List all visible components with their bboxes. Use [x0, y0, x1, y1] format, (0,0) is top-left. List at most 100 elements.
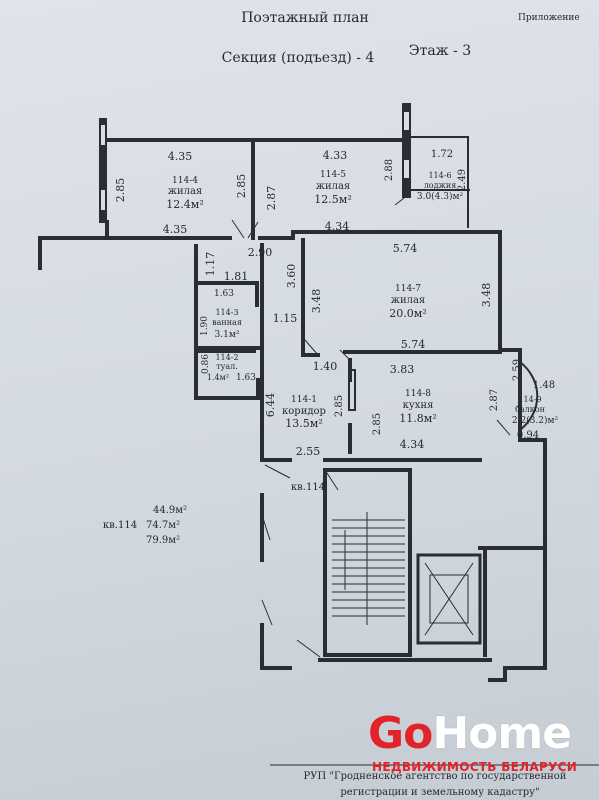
dimensions: 4.35 2.85 2.85 2.87 4.33 2.88 1.72 2.49 … [114, 149, 555, 458]
svg-text:1.15: 1.15 [273, 312, 298, 325]
floor-label: Этаж - 3 [409, 43, 471, 59]
svg-text:2.55: 2.55 [296, 445, 321, 458]
svg-text:жилая: жилая [316, 181, 351, 192]
svg-text:2.85: 2.85 [235, 174, 248, 199]
svg-text:5.74: 5.74 [393, 242, 418, 255]
svg-text:114-1: 114-1 [291, 395, 317, 405]
svg-text:регистрации и земельному кад: регистрации и земельному кадастру" [340, 787, 539, 798]
svg-text:1.63: 1.63 [214, 289, 234, 299]
svg-text:1.90: 1.90 [200, 316, 210, 336]
svg-text:1.48: 1.48 [533, 380, 555, 391]
svg-text:6.44: 6.44 [264, 393, 277, 418]
room-114-1: 114-1 коридор 13.5м² [282, 395, 326, 430]
elevator-shaft [416, 553, 482, 645]
svg-text:3.48: 3.48 [480, 283, 493, 308]
footer-agency: РУП "Гродненское агентство по государств… [270, 764, 599, 798]
svg-text:74.7м²: 74.7м² [146, 520, 180, 531]
svg-text:кв.114: кв.114 [103, 520, 137, 531]
room-114-2: 114-2 туал. 1.4м² [207, 353, 239, 382]
svg-text:2.49: 2.49 [457, 169, 468, 191]
svg-text:2.2(3.2)м²: 2.2(3.2)м² [512, 415, 559, 426]
wall-column-left [99, 118, 107, 223]
svg-text:114-2: 114-2 [215, 353, 238, 362]
svg-text:3.83: 3.83 [390, 363, 415, 376]
svg-text:1.40: 1.40 [313, 360, 338, 373]
apartment-summary: кв.114 44.9м² 74.7м² 79.9м² [103, 505, 187, 546]
logo-go: Go [368, 708, 433, 759]
svg-text:79.9м²: 79.9м² [146, 535, 180, 546]
room-114-3: 114-3 ванная 3.1м² [212, 308, 242, 340]
svg-text:РУП "Гродненское агентство по: РУП "Гродненское агентство по государств… [304, 771, 567, 782]
svg-text:2.90: 2.90 [248, 246, 273, 259]
svg-text:3.1м²: 3.1м² [215, 330, 240, 340]
doors [231, 194, 511, 658]
svg-text:44.9м²: 44.9м² [153, 505, 187, 516]
svg-text:12.4м²: 12.4м² [166, 198, 203, 211]
svg-text:1.63: 1.63 [236, 373, 256, 383]
section-label: Секция (подъезд) - 4 [222, 50, 375, 66]
room-114-6: 114-6 лоджия 3.0(4.3)м² [417, 171, 464, 202]
logo-home: Home [432, 708, 572, 759]
svg-text:114-3: 114-3 [215, 308, 238, 317]
balcony-arc [519, 361, 539, 431]
svg-text:коридор: коридор [282, 406, 326, 417]
svg-text:1.17: 1.17 [204, 252, 217, 277]
room-114-7: 114-7 жилая 20.0м² [389, 284, 426, 320]
svg-text:1.81: 1.81 [224, 270, 249, 283]
svg-text:13.5м²: 13.5м² [285, 417, 322, 430]
svg-text:жилая: жилая [391, 295, 426, 306]
svg-text:114-8: 114-8 [405, 389, 431, 399]
svg-text:2.59: 2.59 [512, 359, 523, 381]
svg-text:кухня: кухня [403, 400, 434, 411]
logo-subtitle: НЕДВИЖИМОСТЬ БЕЛАРУСИ [372, 760, 578, 774]
svg-text:ванная: ванная [212, 318, 242, 327]
svg-text:2.87: 2.87 [489, 389, 500, 411]
svg-text:2.87: 2.87 [265, 186, 278, 211]
walls [38, 103, 547, 682]
stairs [332, 512, 405, 625]
svg-text:0.86: 0.86 [201, 354, 211, 374]
svg-text:4.33: 4.33 [323, 149, 348, 162]
svg-text:114-5: 114-5 [320, 170, 346, 180]
svg-text:3.0(4.3)м²: 3.0(4.3)м² [417, 191, 464, 202]
svg-text:2.85: 2.85 [114, 178, 127, 203]
svg-text:1.4м²: 1.4м² [207, 373, 229, 382]
plan-title: Поэтажный план [241, 10, 369, 26]
svg-text:жилая: жилая [168, 186, 203, 197]
svg-text:4.34: 4.34 [325, 220, 350, 233]
wall-column-loggia [402, 103, 411, 198]
svg-text:4.34: 4.34 [400, 438, 425, 451]
svg-text:0.94: 0.94 [517, 430, 539, 441]
svg-text:12.5м²: 12.5м² [314, 193, 351, 206]
svg-text:3.60: 3.60 [285, 264, 298, 289]
room-114-4: 114-4 жилая 12.4м² [166, 176, 203, 211]
wall-right-outer [488, 348, 547, 682]
svg-text:1.72: 1.72 [431, 149, 453, 160]
svg-text:2.88: 2.88 [384, 159, 395, 181]
svg-text:лоджия: лоджия [424, 181, 457, 190]
svg-text:11.8м²: 11.8м² [399, 412, 436, 425]
apartment-label: кв.114 [291, 482, 325, 493]
wall-left-step [38, 220, 109, 270]
wall-stairwell [323, 468, 412, 657]
appendix-label: Приложение [518, 13, 580, 23]
svg-text:2.85: 2.85 [334, 395, 345, 417]
svg-text:2.85: 2.85 [372, 413, 383, 435]
room-114-9: 114-9 балкон 2.2(3.2)м² [512, 395, 559, 426]
svg-text:4.35: 4.35 [168, 150, 193, 163]
svg-text:5.74: 5.74 [401, 338, 426, 351]
svg-text:4.35: 4.35 [163, 223, 188, 236]
svg-text:114-7: 114-7 [395, 284, 421, 294]
svg-text:3.48: 3.48 [310, 289, 323, 314]
svg-text:114-4: 114-4 [172, 176, 198, 186]
room-114-8: 114-8 кухня 11.8м² [399, 389, 436, 425]
svg-text:балкон: балкон [515, 405, 545, 414]
svg-text:20.0м²: 20.0м² [389, 307, 426, 320]
room-114-5: 114-5 жилая 12.5м² [314, 170, 351, 206]
svg-text:114-9: 114-9 [518, 395, 541, 404]
svg-text:туал.: туал. [216, 362, 238, 371]
svg-text:114-6: 114-6 [428, 171, 451, 180]
